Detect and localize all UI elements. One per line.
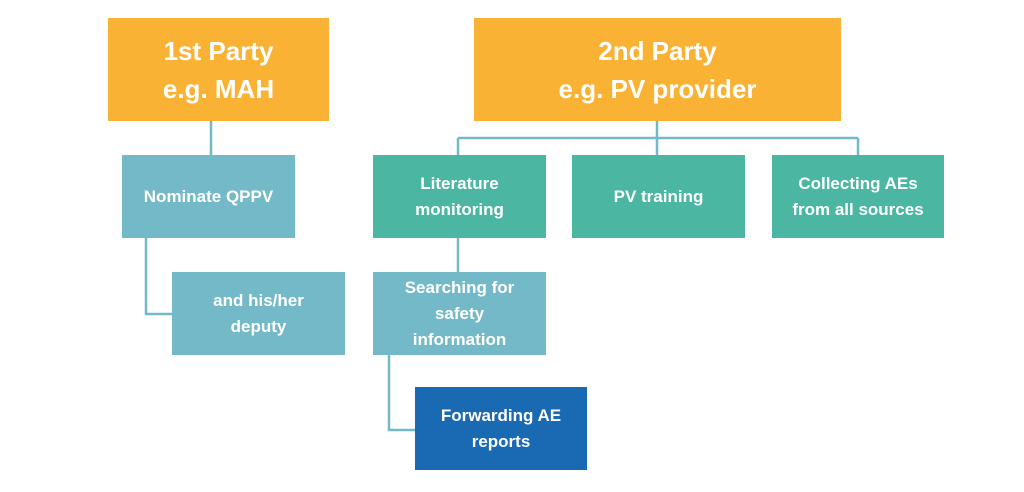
deputy-label: and his/her deputy — [213, 290, 304, 336]
connector-qppv-to-deputy — [144, 238, 173, 316]
searching-safety-info-box: Searching for safety information — [373, 272, 546, 355]
second-party-box: 2nd Party e.g. PV provider — [474, 18, 841, 121]
second-party-label: 2nd Party e.g. PV provider — [558, 35, 757, 104]
first-party-box: 1st Party e.g. MAH — [108, 18, 329, 121]
collecting-aes-label: Collecting AEs from all sources — [792, 173, 924, 219]
pv-training-box: PV training — [572, 155, 745, 238]
nominate-qppv-box: Nominate QPPV — [122, 155, 295, 238]
forwarding-ae-reports-label: Forwarding AE reports — [440, 405, 562, 451]
nominate-qppv-label: Nominate QPPV — [143, 186, 274, 206]
forwarding-ae-reports-box: Forwarding AE reports — [415, 387, 587, 470]
literature-monitoring-box: Literature monitoring — [373, 155, 546, 238]
literature-monitoring-label: Literature monitoring — [415, 173, 504, 219]
searching-safety-info-label: Searching for safety information — [404, 277, 515, 349]
first-party-label: 1st Party e.g. MAH — [162, 35, 275, 104]
collecting-aes-box: Collecting AEs from all sources — [772, 155, 944, 238]
deputy-box: and his/her deputy — [172, 272, 345, 355]
pv-training-label: PV training — [613, 186, 704, 206]
connector-searching-to-forwarding — [387, 355, 416, 432]
